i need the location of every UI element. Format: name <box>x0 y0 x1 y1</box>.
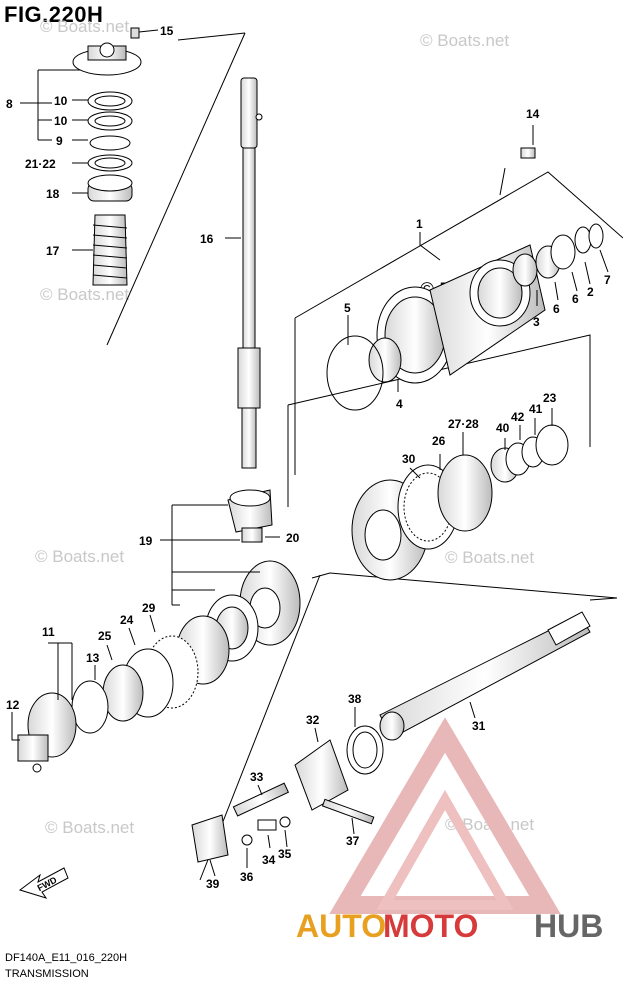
callout-33: 33 <box>250 770 264 784</box>
figure-subtitle: TRANSMISSION <box>5 968 89 980</box>
reverse-gear-assembly <box>351 424 569 581</box>
pinion-gear <box>227 489 273 543</box>
callout-7: 7 <box>604 273 611 287</box>
callout-26: 26 <box>432 434 446 448</box>
callout-27-28: 27·28 <box>448 417 479 431</box>
callout-17: 17 <box>46 244 60 258</box>
callout-1: 1 <box>416 217 423 231</box>
callout-6: 6 <box>553 302 560 316</box>
driveshaft-housing-stack <box>72 27 142 286</box>
forward-gear-assembly <box>17 560 301 773</box>
fwd-arrow-icon: FWD <box>18 867 69 899</box>
propeller-shaft <box>379 611 591 741</box>
brand-part-moto: MOTO <box>383 908 478 944</box>
callout-8: 8 <box>6 97 13 111</box>
brand-wordmark: AUTO MOTO HUB <box>296 908 603 944</box>
watermark-text: © Boats.net <box>40 17 129 36</box>
callout-18: 18 <box>46 187 60 201</box>
callout-13: 13 <box>86 651 100 665</box>
figure-code: DF140A_E11_016_220H <box>5 952 128 964</box>
clutch-assembly <box>191 725 384 863</box>
callout-4: 4 <box>396 397 403 411</box>
leader-lines <box>11 29 609 877</box>
watermark-text: © Boats.net <box>445 548 534 567</box>
callout-21-22: 21·22 <box>25 157 56 171</box>
automotohub-logo <box>329 717 561 914</box>
callout-32: 32 <box>306 713 320 727</box>
callout-30: 30 <box>402 452 416 466</box>
frame-lines <box>106 32 623 881</box>
callout-20: 20 <box>286 531 300 545</box>
callout-38: 38 <box>348 692 362 706</box>
callout-12: 12 <box>6 698 20 712</box>
callout-15: 15 <box>160 24 174 38</box>
callout-3: 3 <box>533 315 540 329</box>
callout-36: 36 <box>240 870 254 884</box>
callout-41: 41 <box>529 402 543 416</box>
watermark-text: © Boats.net <box>35 547 124 566</box>
callout-34: 34 <box>262 853 276 867</box>
callout-16: 16 <box>200 232 214 246</box>
callouts: 8 10 10 9 21·22 18 17 15 16 14 1 5 4 3 6… <box>6 24 611 891</box>
brand-part-auto: AUTO <box>296 908 386 944</box>
callout-24: 24 <box>120 613 134 627</box>
gear-case <box>326 147 604 411</box>
callout-10: 10 <box>54 94 68 108</box>
watermark-text: © Boats.net <box>40 285 129 304</box>
watermark-text: © Boats.net <box>420 31 509 50</box>
callout-23: 23 <box>543 391 557 405</box>
callout-5: 5 <box>344 301 351 315</box>
callout-39: 39 <box>206 877 220 891</box>
callout-6: 6 <box>572 292 579 306</box>
watermark-text: © Boats.net <box>45 818 134 837</box>
figure-title: FIG.220H <box>4 2 104 27</box>
callout-25: 25 <box>98 629 112 643</box>
callout-10: 10 <box>54 114 68 128</box>
callout-2: 2 <box>587 285 594 299</box>
callout-29: 29 <box>142 601 156 615</box>
callout-37: 37 <box>346 834 360 848</box>
drive-shaft <box>237 77 263 469</box>
callout-19: 19 <box>139 534 153 548</box>
brand-part-hub: HUB <box>534 908 603 944</box>
callout-9: 9 <box>56 134 63 148</box>
callout-35: 35 <box>278 847 292 861</box>
callout-42: 42 <box>511 410 525 424</box>
callout-40: 40 <box>496 421 510 435</box>
callout-11: 11 <box>42 625 55 639</box>
callout-14: 14 <box>526 107 540 121</box>
watermarks: © Boats.net © Boats.net © Boats.net © Bo… <box>35 17 534 837</box>
callout-31: 31 <box>472 719 486 733</box>
